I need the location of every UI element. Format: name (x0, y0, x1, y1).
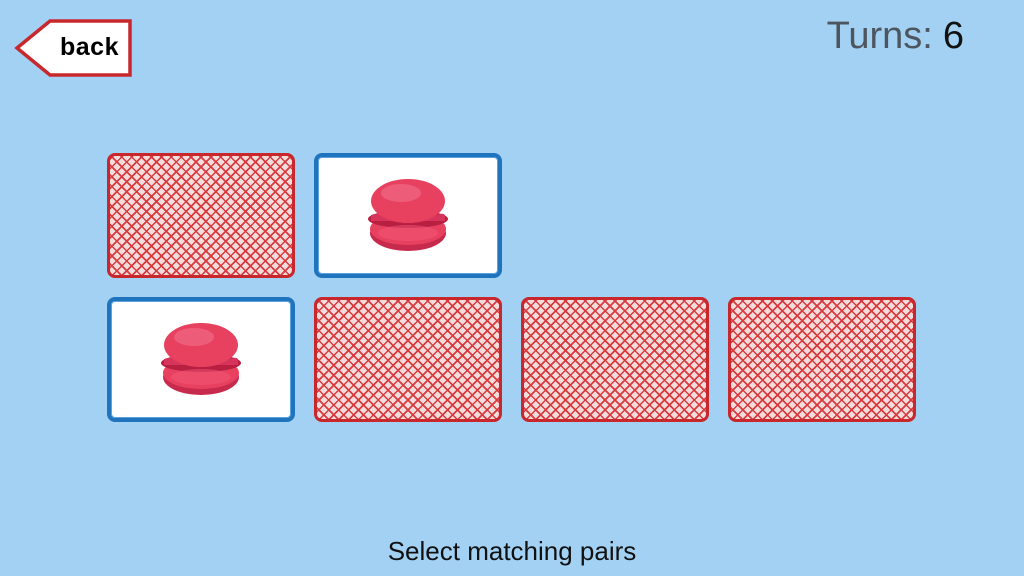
instruction-text: Select matching pairs (387, 536, 637, 566)
card-face-down[interactable] (314, 297, 502, 422)
back-button[interactable]: back (14, 18, 134, 78)
turns-value: 6 (942, 15, 964, 57)
card-face-up[interactable] (107, 297, 295, 422)
card-face-up[interactable] (314, 153, 502, 278)
back-button-label: back (60, 33, 119, 61)
macaron-icon (368, 178, 448, 251)
card-face-down[interactable] (728, 297, 916, 422)
card-face-down[interactable] (107, 153, 295, 278)
back-arrow-icon (14, 19, 132, 77)
turns-label: Turns: (826, 15, 933, 57)
card-face-down[interactable] (521, 297, 709, 422)
macaron-icon (161, 322, 241, 395)
turns-counter: Turns:6 (827, 14, 964, 58)
